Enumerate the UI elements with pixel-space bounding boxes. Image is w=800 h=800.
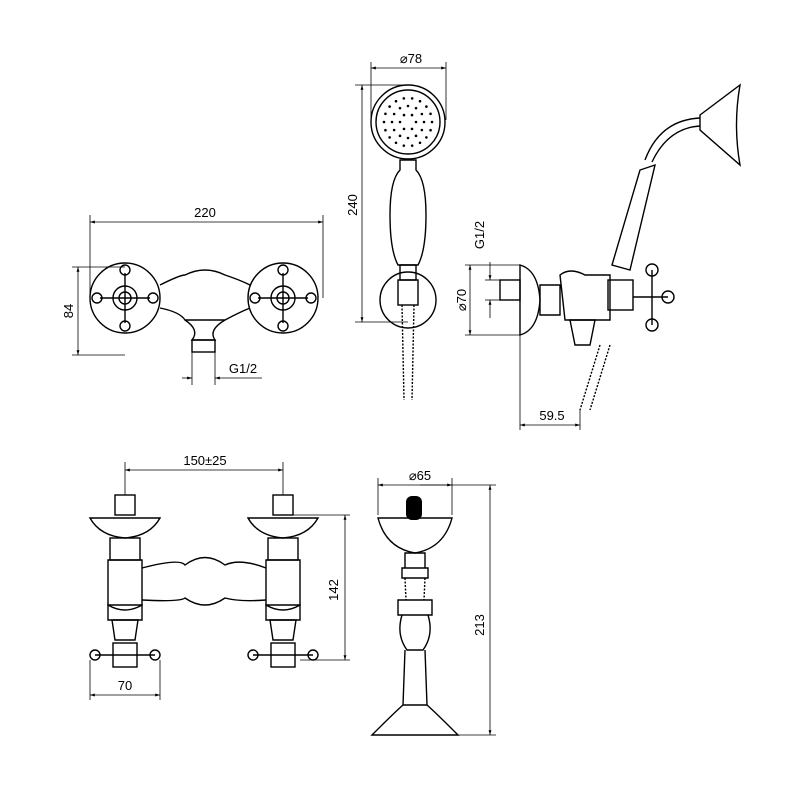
shower-holes (382, 97, 434, 147)
dim-150-label: 150±25 (183, 453, 226, 468)
shower-hole (420, 112, 424, 116)
shower-hole (388, 136, 391, 139)
front-view: 220 84 G1/2 (61, 205, 324, 385)
shower-hole (414, 134, 418, 138)
shower-hole (394, 99, 398, 103)
side-view: G1/2 ⌀70 59.5 (454, 83, 742, 430)
shower-hole (418, 141, 422, 145)
dim-59-5-label: 59.5 (539, 408, 564, 423)
shower-hole (398, 134, 402, 138)
shower-hole (425, 105, 428, 108)
hand-shower-view: ⌀78 240 (345, 51, 447, 401)
shower-hole (420, 128, 424, 132)
shower-hole (398, 120, 402, 124)
shower-hole (429, 128, 432, 132)
shower-hole (402, 97, 406, 100)
shower-hole (418, 99, 422, 103)
shower-hole (392, 112, 396, 116)
shower-hole (406, 104, 410, 108)
shower-hole (410, 127, 414, 131)
side-inlet-thread-label: G1/2 (472, 221, 487, 249)
bottom-view: 150±25 142 70 (88, 453, 350, 700)
dim-70-label: 70 (118, 678, 132, 693)
shower-hole (398, 106, 402, 110)
shower-hole (414, 120, 418, 124)
shower-hole (422, 120, 426, 124)
shower-hole (429, 112, 432, 116)
shower-hole (430, 120, 434, 124)
cup-top (406, 496, 422, 520)
shower-hole (410, 113, 414, 117)
shower-hole (402, 113, 406, 117)
dim-213-label: 213 (472, 614, 487, 636)
dim-220-label: 220 (194, 205, 216, 220)
dim-142-label: 142 (326, 579, 341, 601)
shower-hole (406, 136, 410, 140)
shower-hole (382, 120, 386, 124)
shower-hole (410, 144, 414, 147)
shower-hole (390, 120, 394, 124)
shower-hole (388, 105, 391, 108)
side-plate-diameter-label: ⌀70 (454, 289, 469, 311)
front-outlet-thread-label: G1/2 (229, 361, 257, 376)
cup-holder-view: ⌀65 213 (370, 468, 496, 736)
dim-shower-head-label: ⌀78 (400, 51, 422, 66)
shower-hole (384, 112, 387, 116)
shower-hole (402, 127, 406, 131)
dim-240-label: 240 (345, 194, 360, 216)
shower-hole (425, 136, 428, 139)
shower-hole (384, 128, 387, 132)
shower-hole (414, 106, 418, 110)
shower-hole (394, 141, 398, 145)
shower-hole (392, 128, 396, 132)
dim-84-label: 84 (61, 304, 76, 318)
shower-hole (410, 97, 414, 100)
shower-hole (402, 144, 406, 147)
dim-65-label: ⌀65 (409, 468, 431, 483)
